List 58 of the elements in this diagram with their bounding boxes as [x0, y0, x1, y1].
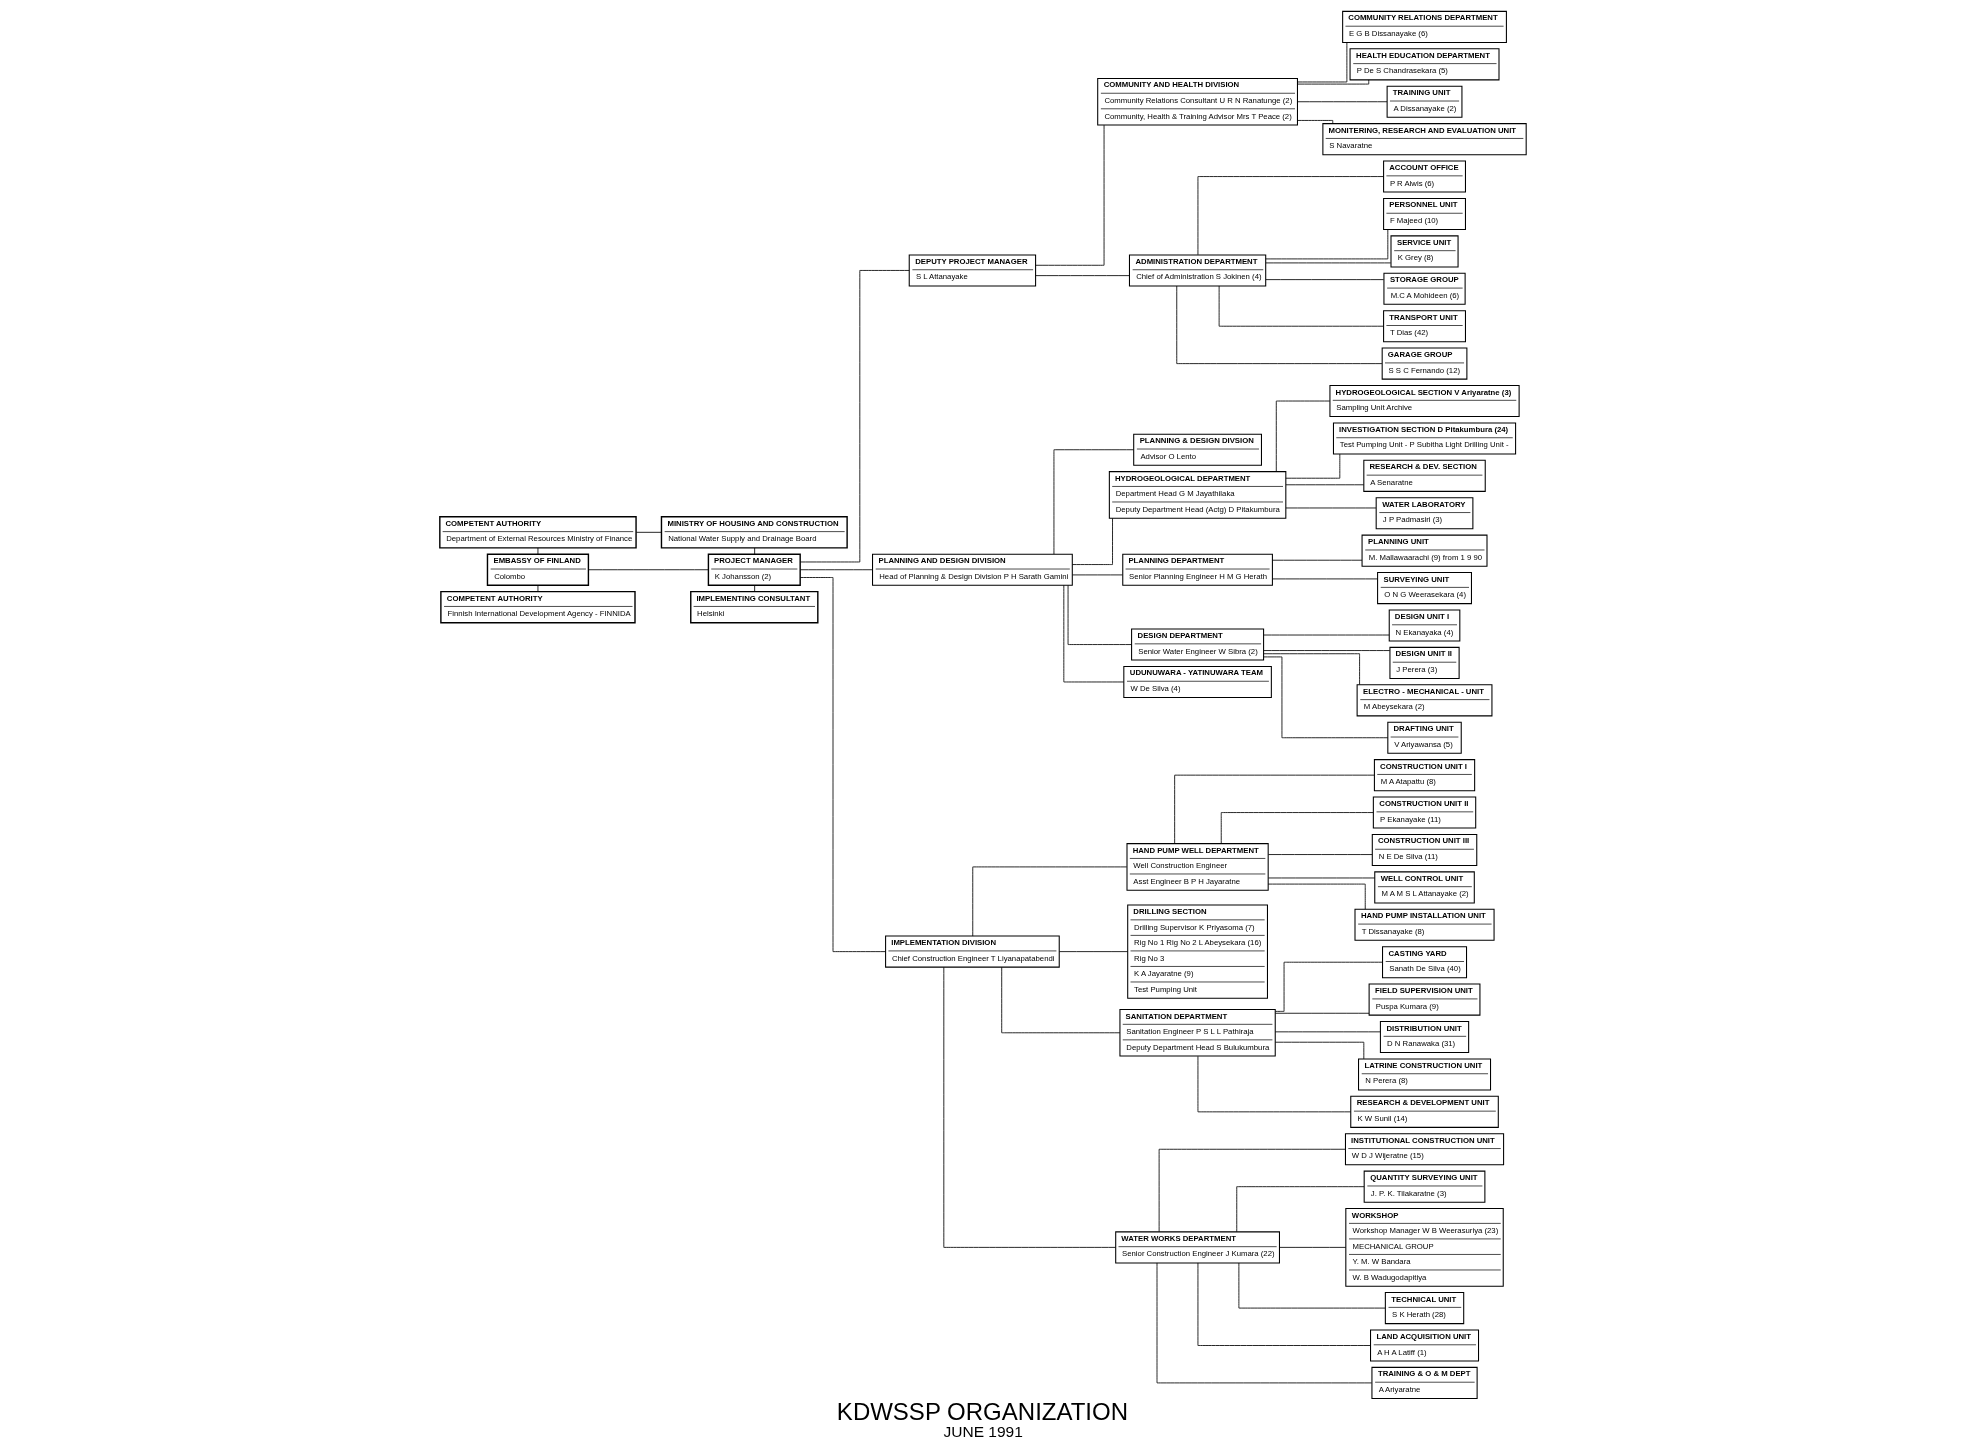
- connector: [1034, 275, 1130, 277]
- connector: [1296, 42, 1347, 83]
- connector: [1267, 883, 1366, 910]
- connector: [1067, 585, 1132, 645]
- connector: [1158, 1148, 1346, 1233]
- connector: [1058, 951, 1128, 953]
- connector: [1264, 229, 1388, 260]
- connector: [1197, 1262, 1371, 1346]
- connector: [1265, 262, 1391, 264]
- connector: [1173, 774, 1375, 844]
- connector: [1197, 176, 1384, 256]
- connector: [1265, 279, 1384, 281]
- connector: [1053, 449, 1134, 555]
- connector: [1274, 961, 1383, 1012]
- connector: [942, 966, 1116, 1248]
- connector: [1218, 285, 1384, 327]
- connector: [1274, 1031, 1381, 1033]
- connector: [1262, 653, 1360, 685]
- connector: [799, 569, 873, 571]
- connector: [1296, 120, 1333, 124]
- connector: [1267, 877, 1375, 879]
- connector: [635, 531, 662, 533]
- connector: [1262, 634, 1390, 636]
- connector: [1062, 584, 1124, 683]
- connector: [1034, 124, 1104, 266]
- connector: [1285, 484, 1364, 486]
- connector: [1285, 507, 1376, 509]
- connector: [971, 866, 1127, 937]
- connector: [1071, 517, 1113, 565]
- diagram-title: KDWSSP ORGANIZATION: [836, 1397, 1128, 1425]
- connector: [753, 584, 755, 592]
- connector: [1000, 966, 1120, 1034]
- connector: [1267, 854, 1373, 855]
- connector: [1156, 1262, 1372, 1384]
- connector: [1175, 285, 1382, 365]
- connector: [799, 577, 886, 953]
- connector: [587, 569, 709, 571]
- connector: [1071, 574, 1123, 576]
- caption: JUNE 1991: [942, 1422, 1023, 1440]
- connector: [1237, 1262, 1386, 1309]
- connector: [1278, 1246, 1346, 1248]
- connector: [1271, 578, 1378, 580]
- connector: [1274, 1041, 1364, 1060]
- connector: [1271, 559, 1362, 561]
- connector: [1284, 453, 1340, 479]
- connector: [1274, 1012, 1369, 1014]
- connector: [537, 584, 538, 592]
- connector: [753, 547, 755, 555]
- connector: [1275, 400, 1330, 472]
- connector: [1296, 79, 1369, 85]
- connector: [799, 270, 910, 563]
- connector: [1296, 101, 1387, 103]
- connector: [1262, 650, 1390, 651]
- connector: [537, 547, 538, 555]
- connector: [1262, 656, 1388, 739]
- connector: [1220, 812, 1374, 844]
- connector: [1197, 1055, 1351, 1113]
- connector: [1235, 1186, 1364, 1233]
